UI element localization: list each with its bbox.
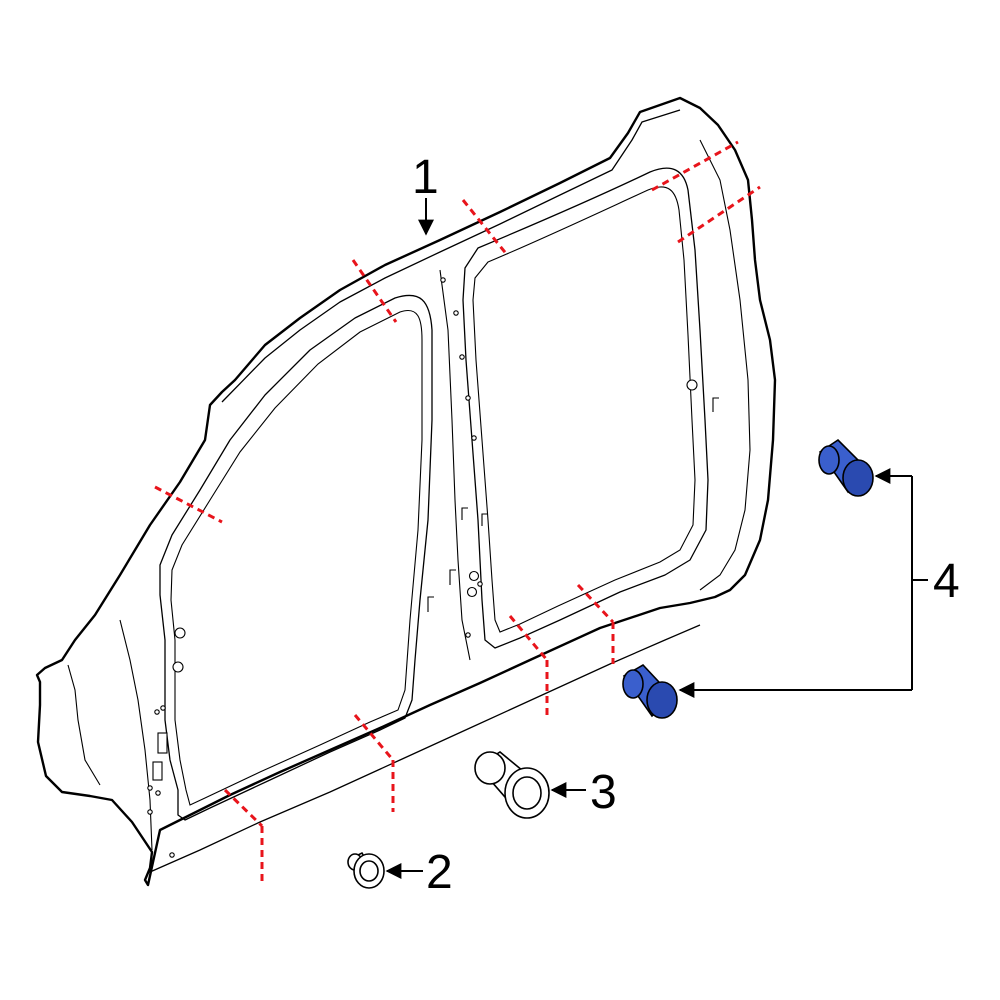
- callout-4: 4: [933, 555, 960, 608]
- cut-line: [576, 583, 615, 624]
- plug-large: [474, 751, 550, 819]
- plug-blue-lower: [622, 663, 678, 719]
- plug-blue-back: [818, 445, 840, 475]
- leaders: [385, 198, 928, 879]
- cut-line: [223, 788, 264, 828]
- callout-1: 1: [412, 151, 439, 204]
- cut-line: [677, 185, 761, 244]
- callout-3: 3: [590, 766, 617, 819]
- plug-blue-face: [646, 681, 678, 719]
- panel-holes: [147, 277, 698, 858]
- plug-blue-back: [622, 669, 644, 699]
- cut-line: [508, 615, 549, 661]
- uniside-panel: [35, 96, 777, 887]
- cut-lines: [154, 140, 761, 885]
- cut-line: [154, 485, 223, 524]
- cut-line: [351, 259, 398, 323]
- plug-blue-upper: [818, 438, 874, 497]
- cut-line: [353, 714, 395, 761]
- cut-line: [651, 140, 739, 192]
- plug-small: [347, 851, 385, 889]
- callout-2: 2: [426, 846, 453, 899]
- panel-slots: [152, 397, 719, 781]
- plug-blue-face: [842, 459, 874, 497]
